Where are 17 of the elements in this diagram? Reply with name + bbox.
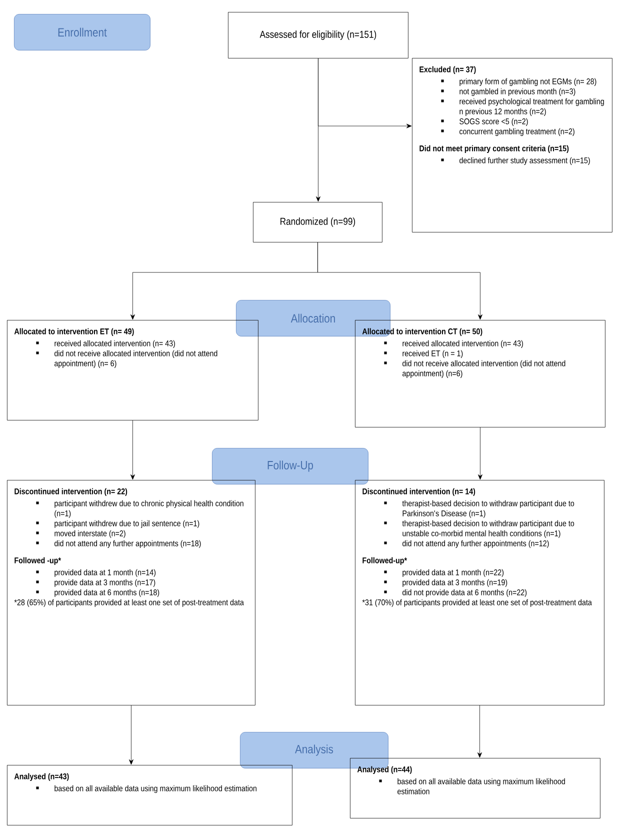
stage-label: Follow-Up xyxy=(212,448,368,484)
arrow xyxy=(128,705,134,765)
process-box: Discontinued intervention (n= 14) therapist-based decision to withdraw participant due to Parkinson's Disease (n=1) therapist-based decision to withdraw participant due to unstable co-morbid mental health conditions (n=1) did not attend any further appointments (n=12) Followed-up* provided data at 1 month (n=22) provided data at 3 months (n=19) did not provide data at 6 months (n=22) *31 (70%) of participants provided at least one set of post-treatment data xyxy=(355,480,604,706)
process-box: Analysed (n=43) based on all available data using maximum likelihood estimation xyxy=(7,765,292,826)
arrow xyxy=(318,58,412,128)
process-box: Assessed for eligibility (n=151) xyxy=(228,12,408,58)
arrow xyxy=(318,242,482,320)
process-box: Discontinued intervention (n= 22) participant withdrew due to chronic physical health condition (n=1) participant withdrew due to jail sentence (n=1) moved interstate (n=2) did not attend any further appointments (n=18) Followed -up* provided data at 1 month (n=14) provide data at 3 months (n=17) provided data at 6 months (n=18) *28 (65%) of participants provided at least one set of post-treatment data xyxy=(7,480,256,706)
arrow xyxy=(130,420,135,480)
arrow xyxy=(478,427,482,480)
stage-label: Enrollment xyxy=(14,14,150,50)
process-box: Analysed (n=44) based on all available data using maximum likelihood estimation xyxy=(350,758,600,818)
process-box: Allocated to intervention ET (n= 49) received allocated intervention (n= 43) did not receive allocated intervention (did not attend appointment) (n= 6) xyxy=(7,320,258,420)
process-box: Excluded (n= 37) primary form of gambling not EGMs (n= 28) not gambled in previous month (n=3) received psychological treatment for gambling n previous 12 months (n=2) SOGS score <5 (n=2) concurrent gambling treatment (n=2) Did not meet primary consent criteria (n=15) declined further study assessment (n=15) xyxy=(412,58,612,232)
process-box: Randomized (n=99) xyxy=(253,202,382,242)
process-box: Allocated to intervention CT (n= 50) received allocated intervention (n= 43) received ET (n = 1) did not receive allocated intervention (did not attend appointment) (n=6) xyxy=(355,320,606,428)
arrow xyxy=(477,705,482,758)
